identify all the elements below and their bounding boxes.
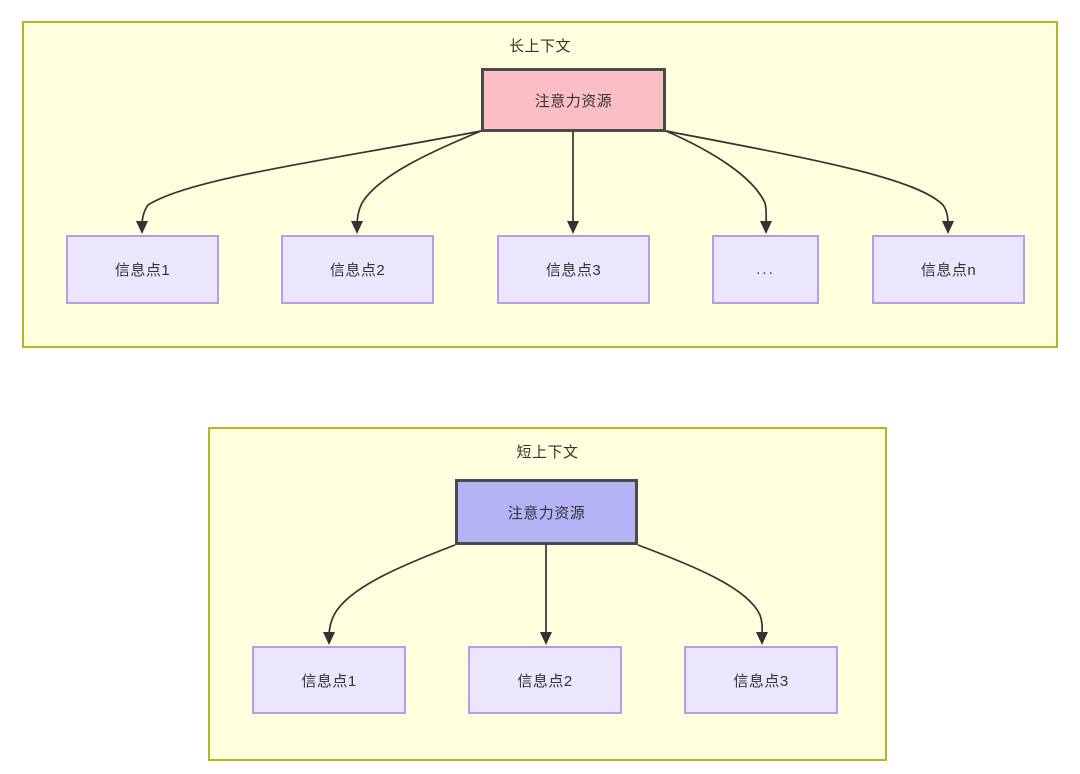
long-context-attention-label: 注意力资源: [534, 92, 613, 110]
short-context-info-label-1: 信息点1: [301, 672, 357, 690]
long-context-info-node-2[interactable]: 信息点2: [281, 235, 434, 304]
short-context-info-node-1[interactable]: 信息点1: [252, 646, 406, 714]
long-context-info-label-n: 信息点n: [920, 262, 977, 279]
short-context-info-node-3[interactable]: 信息点3: [684, 646, 838, 714]
long-context-info-node-n[interactable]: 信息点n: [872, 235, 1025, 304]
short-context-info-label-3: 信息点3: [733, 672, 789, 690]
long-context-info-node-3[interactable]: 信息点3: [497, 235, 650, 304]
short-context-attention-node[interactable]: 注意力资源: [455, 479, 638, 545]
long-context-info-node-1[interactable]: 信息点1: [66, 235, 219, 304]
short-context-info-label-2: 信息点2: [517, 672, 573, 690]
short-context-info-node-2[interactable]: 信息点2: [468, 646, 622, 714]
long-context-attention-node[interactable]: 注意力资源: [481, 68, 666, 132]
long-context-title: 长上下文: [508, 38, 571, 55]
long-context-info-label-2: 信息点2: [329, 262, 386, 279]
long-context-info-label-1: 信息点1: [114, 262, 171, 279]
long-context-info-label-ellipsis: ...: [756, 261, 775, 278]
long-context-info-label-3: 信息点3: [545, 262, 602, 279]
long-context-info-node-ellipsis[interactable]: ...: [712, 235, 819, 304]
short-context-title: 短上下文: [516, 444, 579, 461]
short-context-attention-label: 注意力资源: [507, 504, 586, 522]
